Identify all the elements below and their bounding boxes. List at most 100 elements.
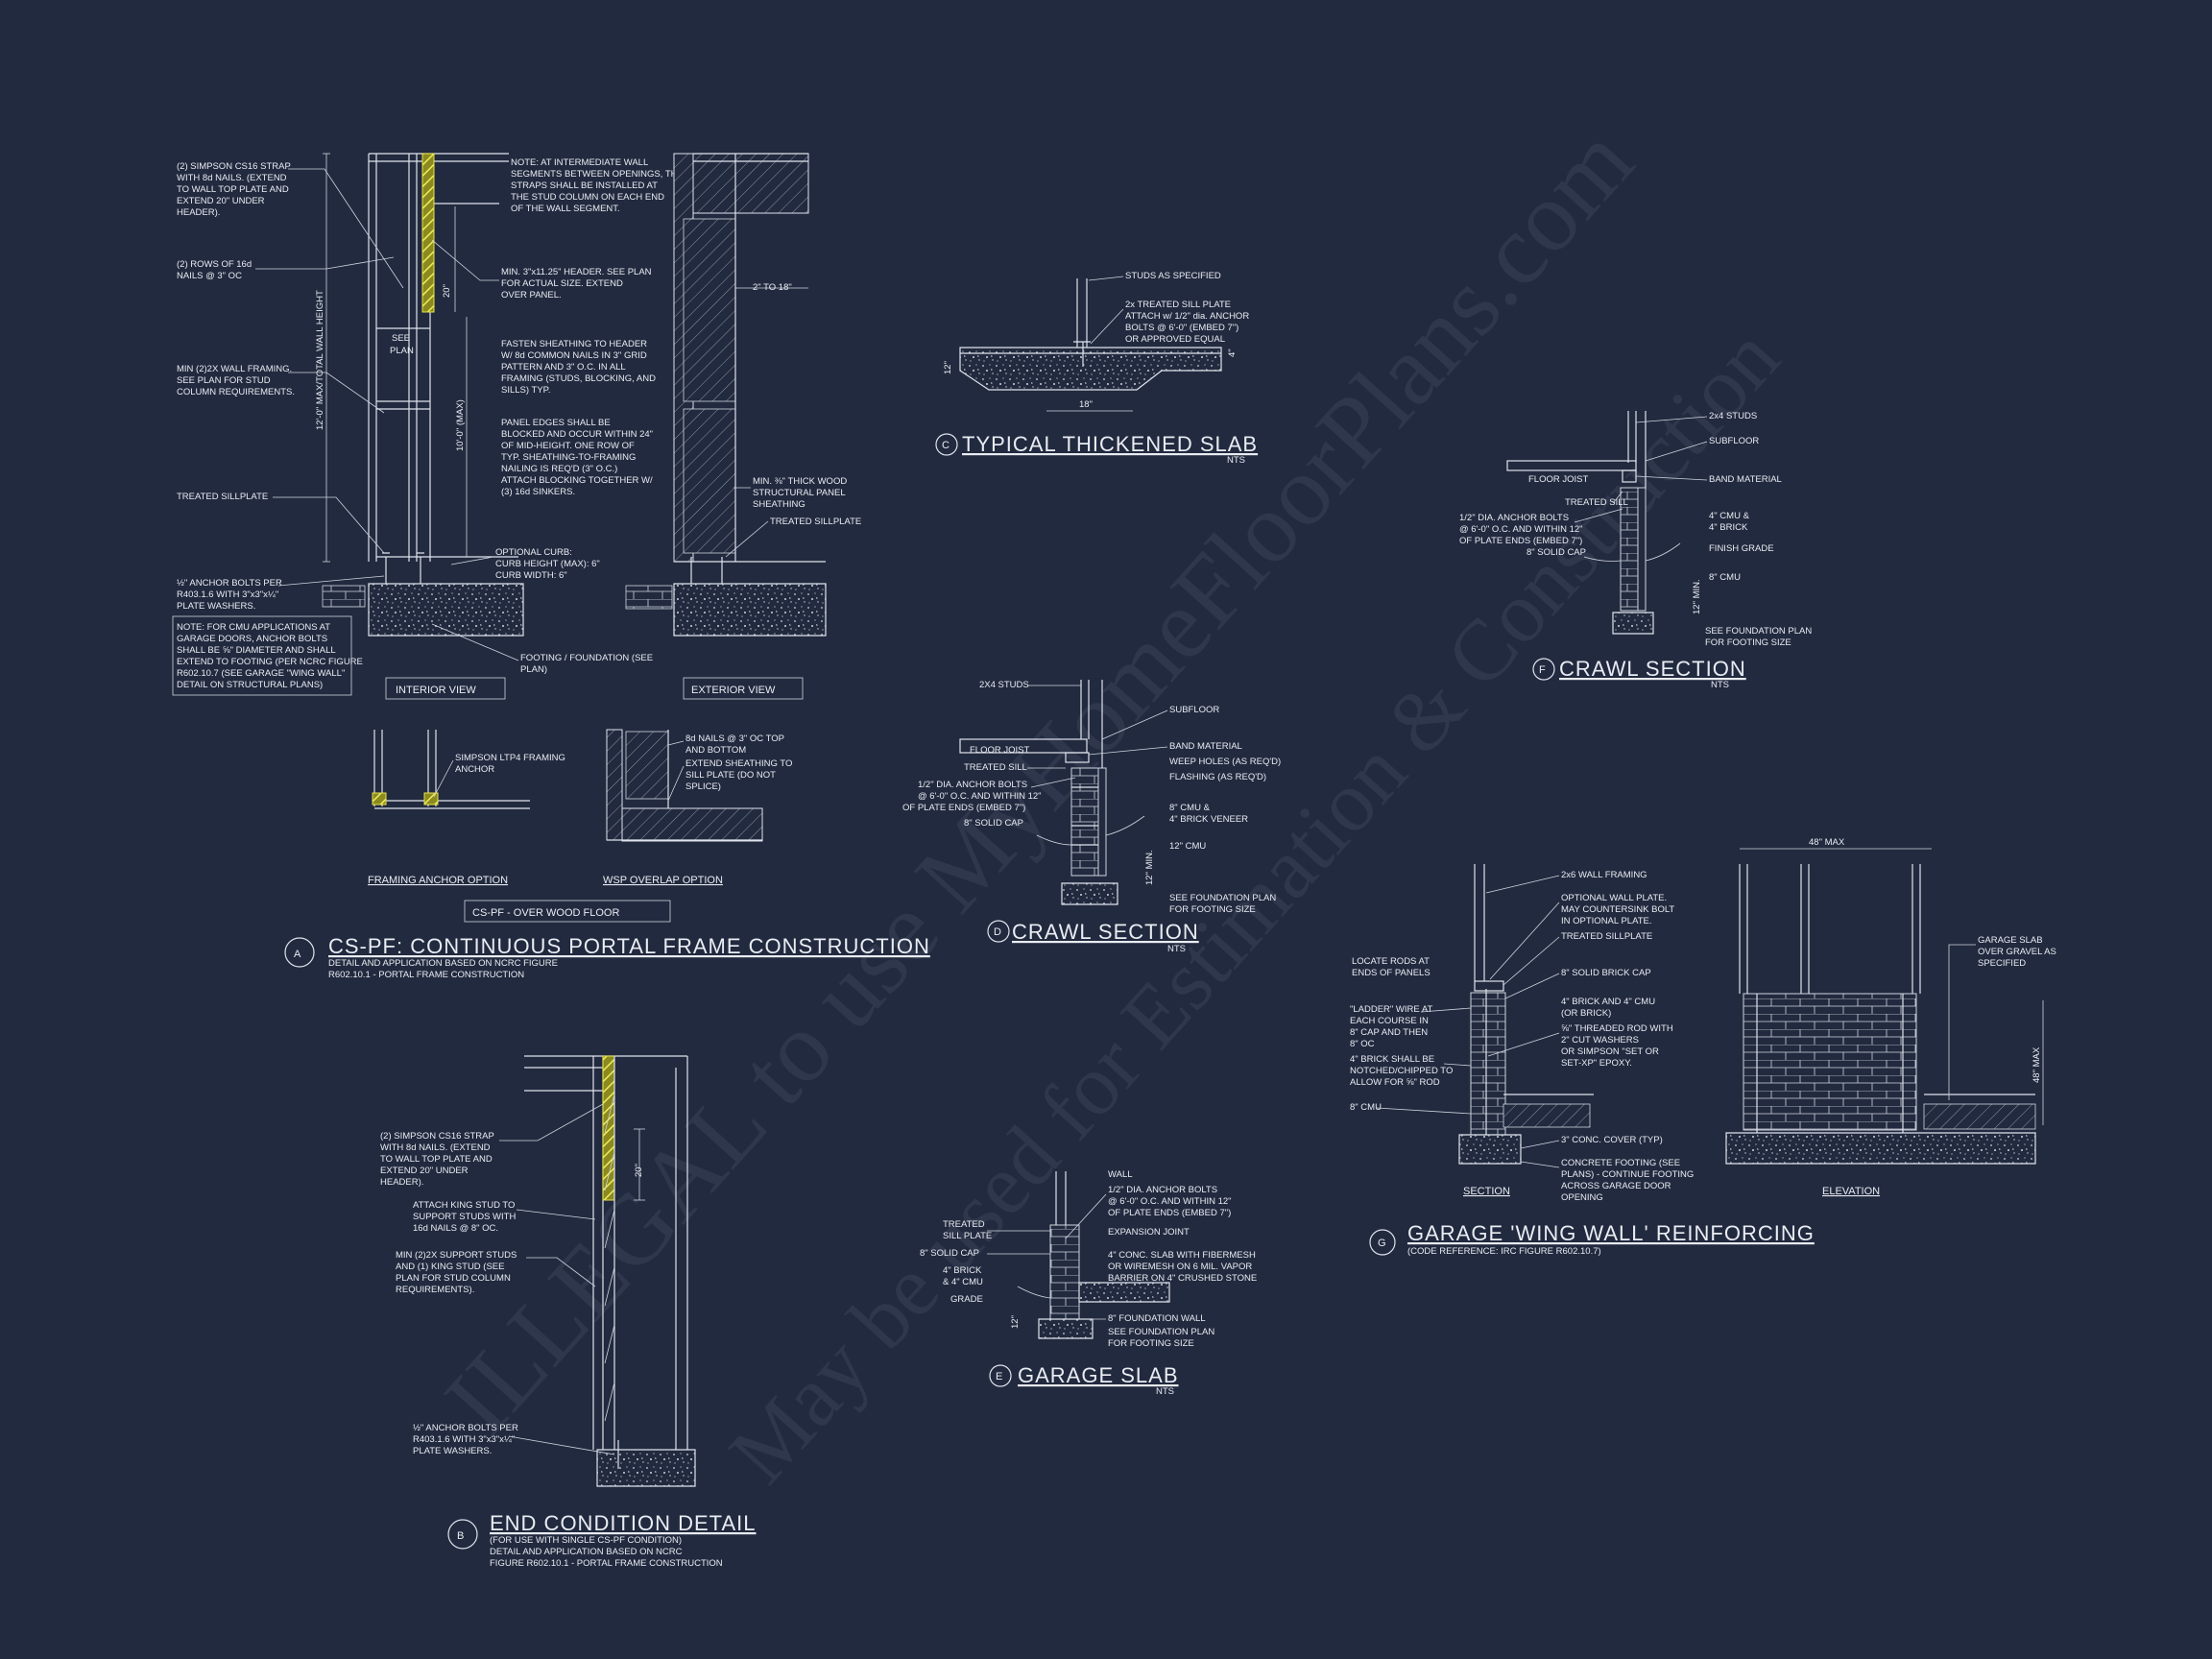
note-detail-g-n8d: SET-XP" EPOXY. [1561, 1058, 1632, 1069]
note-detail-g-n2b: MAY COUNTERSINK BOLT [1561, 904, 1674, 915]
note-detail-a-sub1: DETAIL AND APPLICATION BASED ON NCRC FIG… [328, 958, 558, 969]
note-detail-a-fa-note-a: SIMPSON LTP4 FRAMING [455, 753, 565, 763]
note-detail-a-n1c: TO WALL TOP PLATE AND [177, 184, 289, 195]
note-detail-d-n11: 12" CMU [1169, 841, 1206, 852]
note-detail-a-wsp-note-a: 8d NAILS @ 3" OC TOP [685, 733, 784, 744]
note-detail-a-n1e: HEADER). [177, 207, 220, 218]
note-detail-e-n3a: TREATED [943, 1219, 985, 1230]
note-detail-c-n2d: OR APPROVED EQUAL [1125, 334, 1225, 345]
note-detail-a-n9b: W/ 8d COMMON NAILS IN 3" GRID [501, 350, 647, 361]
note-detail-b-n3d: REQUIREMENTS). [396, 1285, 474, 1295]
dim-48-max: 48" MAX [1809, 837, 1845, 848]
note-detail-a-n13c: SHEATHING [753, 499, 805, 510]
note-detail-a-n5c: PLATE WASHERS. [177, 601, 255, 612]
detail-g-wing-wall-reinforcing: SECTION 48" MAX 48" MAX ELEVATION 2x6 WA… [1350, 837, 2056, 1257]
note-detail-a-wsp-note-b: AND BOTTOM [685, 745, 746, 756]
note-detail-a-wsp-note-d: SILL PLATE (DO NOT [685, 770, 776, 781]
note-detail-g-sub1: (CODE REFERENCE: IRC FIGURE R602.10.7) [1407, 1246, 1601, 1257]
note-detail-b-n1b: WITH 8d NAILS. (EXTEND [380, 1142, 491, 1153]
note-detail-g-n6d: 8" OC [1350, 1039, 1375, 1049]
detail-e-garage-slab: WALL 1/2" DIA. ANCHOR BOLTS @ 6'-0" O.C.… [920, 1169, 1257, 1397]
note-detail-f-n10: 8" CMU [1709, 572, 1741, 583]
note-detail-d-n12b: FOR FOOTING SIZE [1169, 904, 1256, 915]
note-detail-a-n2a: (2) ROWS OF 16d [177, 259, 252, 270]
note-detail-a-n1b: WITH 8d NAILS. (EXTEND [177, 173, 287, 183]
note-detail-d-n7c: OF PLATE ENDS (EMBED 7") [902, 803, 1025, 813]
note-detail-g-n2a: OPTIONAL WALL PLATE. [1561, 893, 1667, 903]
note-detail-c-n2c: BOLTS @ 6'-0" (EMBED 7") [1125, 323, 1238, 333]
note-detail-a-n10d: TYP. SHEATHING-TO-FRAMING [501, 452, 636, 463]
wsp-overlap-label: WSP OVERLAP OPTION [603, 875, 723, 886]
note-detail-a-n6f: DETAIL ON STRUCTURAL PLANS) [177, 680, 323, 690]
see-plan-a: SEE [392, 333, 410, 344]
note-detail-c-dim-12: 12" [943, 361, 953, 374]
detail-a-exterior-view: 2" TO 18" MIN. ⅜" THICK WOOD STRUCTURAL … [625, 153, 861, 700]
note-detail-d-n1: 2X4 STUDS [979, 680, 1029, 690]
note-detail-b-n4a: ½" ANCHOR BOLTS PER [413, 1423, 518, 1433]
note-detail-a-n10a: PANEL EDGES SHALL BE [501, 418, 611, 428]
dim-2-to-18: 2" TO 18" [753, 282, 792, 293]
detail-a-marker: A [294, 949, 301, 960]
note-detail-a-n3c: COLUMN REQUIREMENTS. [177, 387, 295, 397]
note-detail-b-n2b: SUPPORT STUDS WITH [413, 1212, 516, 1222]
note-detail-a-n6a: NOTE: FOR CMU APPLICATIONS AT [177, 622, 330, 633]
note-detail-b-n2c: 16d NAILS @ 8" OC. [413, 1223, 498, 1234]
note-detail-b-n4b: R403.1.6 WITH 3"x3"x¼" [413, 1434, 515, 1445]
note-detail-e-n5: 8" SOLID CAP [920, 1248, 979, 1259]
note-detail-a-n11a: OPTIONAL CURB: [495, 547, 572, 558]
note-detail-b-sub3: FIGURE R602.10.1 - PORTAL FRAME CONSTRUC… [490, 1558, 723, 1569]
note-detail-g-n7a: 4" BRICK AND 4" CMU [1561, 997, 1655, 1007]
note-detail-e-n8: GRADE [950, 1294, 983, 1305]
note-detail-g-n8c: OR SIMPSON "SET OR [1561, 1046, 1659, 1057]
note-detail-a-n8a: MIN. 3"x11.25" HEADER. SEE PLAN [501, 267, 652, 277]
elevation-label: ELEVATION [1822, 1186, 1880, 1197]
note-detail-d-n7b: @ 6'-0" O.C. AND WITHIN 12" [918, 791, 1042, 802]
note-detail-e-n7b: & 4" CMU [943, 1277, 983, 1287]
dim-wall-height: 12'-0" MAX/TOTAL WALL HEIGHT [315, 290, 325, 430]
interior-view-label: INTERIOR VIEW [396, 685, 476, 696]
note-detail-e-n6a: 4" CONC. SLAB WITH FIBERMESH [1108, 1250, 1256, 1261]
note-detail-a-n10g: (3) 16d SINKERS. [501, 487, 575, 497]
note-detail-g-n3a: LOCATE RODS AT [1352, 956, 1430, 967]
note-detail-d-n3: FLOOR JOIST [970, 745, 1029, 756]
note-detail-g-n3b: ENDS OF PANELS [1352, 968, 1431, 978]
detail-c-thickened-slab: STUDS AS SPECIFIED 2x TREATED SILL PLATE… [935, 271, 1257, 466]
note-detail-a-n8c: OVER PANEL. [501, 290, 562, 301]
note-detail-g-n12c: ACROSS GARAGE DOOR [1561, 1181, 1671, 1191]
note-detail-a-n13b: STRUCTURAL PANEL [753, 488, 846, 498]
note-detail-f-n7b: 4" BRICK [1709, 522, 1748, 533]
note-detail-g-n11: 3" CONC. COVER (TYP) [1561, 1135, 1663, 1145]
note-detail-a-n6c: SHALL BE ⅝" DIAMETER AND SHALL [177, 645, 336, 656]
note-detail-g-n12d: OPENING [1561, 1192, 1603, 1203]
section-label: SECTION [1463, 1186, 1510, 1197]
note-detail-f-n6a: 1/2" DIA. ANCHOR BOLTS [1459, 513, 1569, 523]
note-detail-e-n2c: OF PLATE ENDS (EMBED 7") [1108, 1208, 1231, 1218]
note-detail-g-n6a: "LADDER" WIRE AT [1350, 1004, 1432, 1015]
see-plan-b: PLAN [390, 346, 414, 356]
note-detail-g-n1: 2x6 WALL FRAMING [1561, 870, 1647, 880]
note-detail-f-n1: 2x4 STUDS [1709, 411, 1757, 421]
note-detail-b-sub1: (FOR USE WITH SINGLE CS-PF CONDITION) [490, 1535, 682, 1546]
note-detail-d-n12a: SEE FOUNDATION PLAN [1169, 893, 1276, 903]
note-detail-f-n3: FLOOR JOIST [1528, 474, 1588, 485]
note-detail-c-dim-4: 4" [1227, 349, 1238, 357]
note-detail-g-n9a: 4" BRICK SHALL BE [1350, 1054, 1434, 1065]
note-detail-a-n1a: (2) SIMPSON CS16 STRAP [177, 161, 291, 172]
note-detail-a-n4: TREATED SILLPLATE [177, 492, 268, 502]
note-detail-a-n10e: NAILING IS REQ'D (3" O.C.) [501, 464, 617, 474]
note-detail-e-n1: WALL [1108, 1169, 1133, 1180]
note-detail-b-n3a: MIN (2)2X SUPPORT STUDS [396, 1250, 517, 1261]
detail-b-marker: B [457, 1530, 464, 1542]
note-detail-a-n7d: THE STUD COLUMN ON EACH END [511, 192, 664, 203]
note-detail-d-n4: BAND MATERIAL [1169, 741, 1242, 752]
note-detail-e-n10a: SEE FOUNDATION PLAN [1108, 1327, 1214, 1337]
note-detail-e-n2b: @ 6'-0" O.C. AND WITHIN 12" [1108, 1196, 1232, 1207]
note-detail-b-dim-20: 20" [634, 1164, 644, 1177]
note-detail-e-n9: 8" FOUNDATION WALL [1108, 1313, 1206, 1324]
note-detail-g-n9c: ALLOW FOR ⅝" ROD [1350, 1077, 1440, 1088]
note-detail-a-n10f: ATTACH BLOCKING TOGETHER W/ [501, 475, 653, 486]
note-detail-a-fa-note-b: ANCHOR [455, 764, 494, 775]
dim-20-a: 20" [442, 284, 452, 298]
note-detail-g-n8a: ⅝" THREADED ROD WITH [1561, 1023, 1673, 1034]
detail-a-title-block: A CS-PF: CONTINUOUS PORTAL FRAME CONSTRU… [284, 934, 929, 980]
